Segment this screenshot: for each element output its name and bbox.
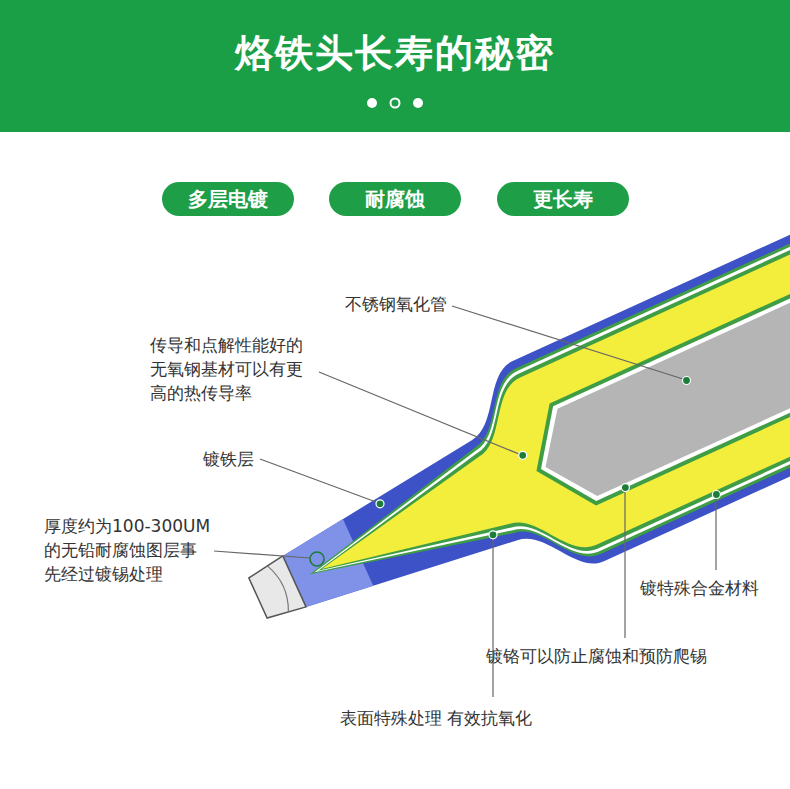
callout-label: 镀铁层 <box>203 447 254 471</box>
copper-core <box>284 199 790 653</box>
pill-text: 多层电镀 <box>162 182 294 216</box>
page-dot <box>367 98 377 108</box>
chisel-face <box>246 556 306 624</box>
callout-ring <box>310 552 324 566</box>
pill-text: 耐腐蚀 <box>329 182 461 216</box>
chisel-bevel <box>268 564 294 612</box>
page-title: 烙铁头长寿的秘密 <box>0 28 790 79</box>
callout-label: 不锈钢氧化管 <box>345 292 447 316</box>
feature-pill: 更长寿 <box>497 182 629 216</box>
callout-label: 镀铬可以防止腐蚀和预防爬锡 <box>486 644 707 668</box>
pill-text: 更长寿 <box>497 182 629 216</box>
outer-shell <box>212 183 790 698</box>
callout-label: 传导和点解性能好的 无氧钢基材可以有更 高的热传导率 <box>150 333 316 405</box>
tip-cross-section <box>212 183 790 698</box>
chrome-layer <box>513 232 790 522</box>
page-dot <box>391 99 400 108</box>
white-layer <box>273 193 790 663</box>
callout-label: 镀特殊合金材料 <box>640 576 759 600</box>
feature-pill: 耐腐蚀 <box>329 182 461 216</box>
alloy-layer <box>278 195 790 658</box>
callout-label: 厚度约为100-300UM 的无铅耐腐蚀图层事 先经过镀锡处理 <box>44 514 212 586</box>
page-dot <box>413 98 423 108</box>
feature-pill: 多层电镀 <box>162 182 294 216</box>
steel-tube <box>526 239 790 510</box>
callout-label: 表面特殊处理 有效抗氧化 <box>340 706 532 730</box>
white-layer <box>519 236 790 517</box>
header-band <box>0 0 790 132</box>
iron-layer <box>268 190 790 667</box>
callout-dots <box>376 377 720 539</box>
